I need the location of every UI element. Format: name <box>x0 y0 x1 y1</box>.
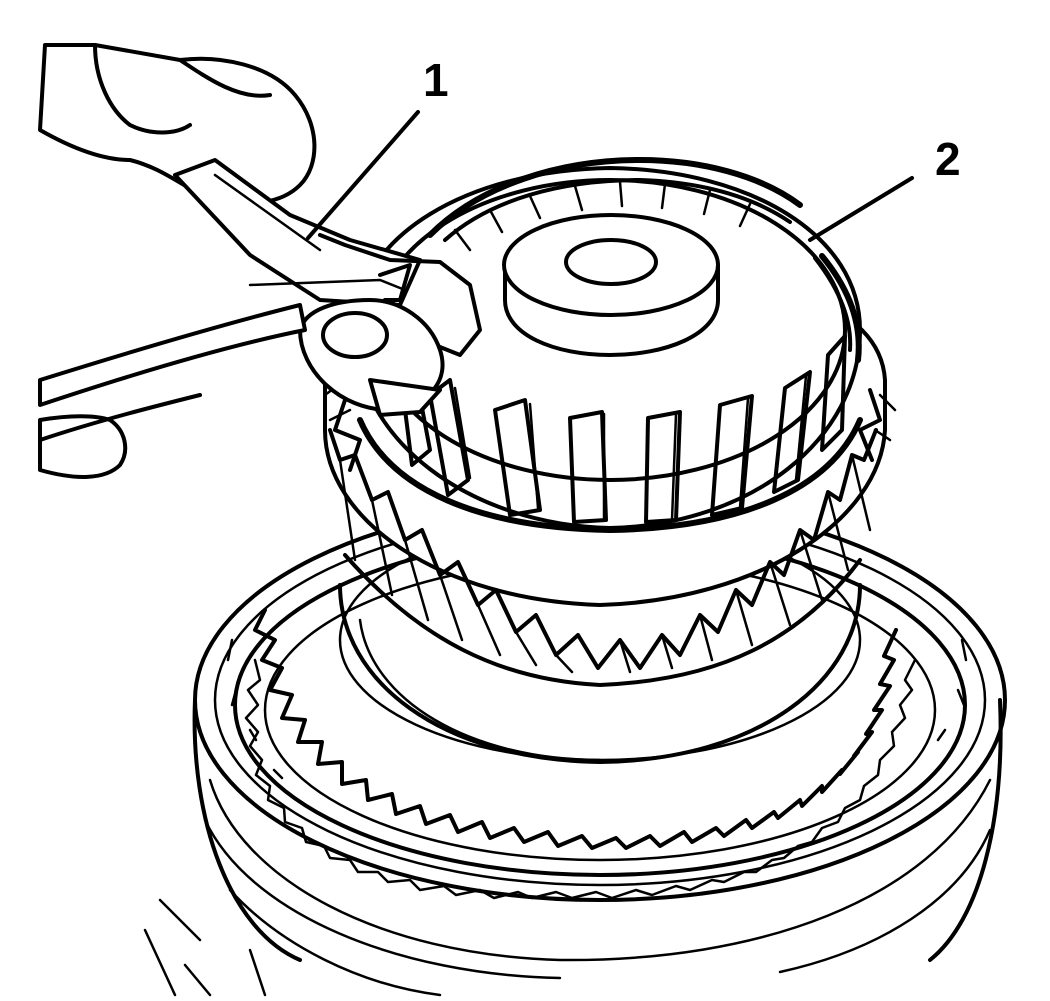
callout-1: 1 <box>306 54 449 240</box>
callout-1-label: 1 <box>423 54 449 106</box>
tapered-roller-bearing <box>353 157 863 533</box>
synchronizer-ring <box>193 498 1007 902</box>
callout-2-label: 2 <box>935 133 961 185</box>
shaft-end <box>502 213 720 357</box>
lower-housing <box>143 698 1003 997</box>
bearing-rollers <box>398 334 847 524</box>
callout-2: 2 <box>808 133 961 242</box>
callout-1-leader <box>306 110 420 240</box>
puller-tool <box>38 43 482 479</box>
sync-hub-teeth <box>226 608 968 850</box>
callout-2-leader <box>808 176 914 242</box>
